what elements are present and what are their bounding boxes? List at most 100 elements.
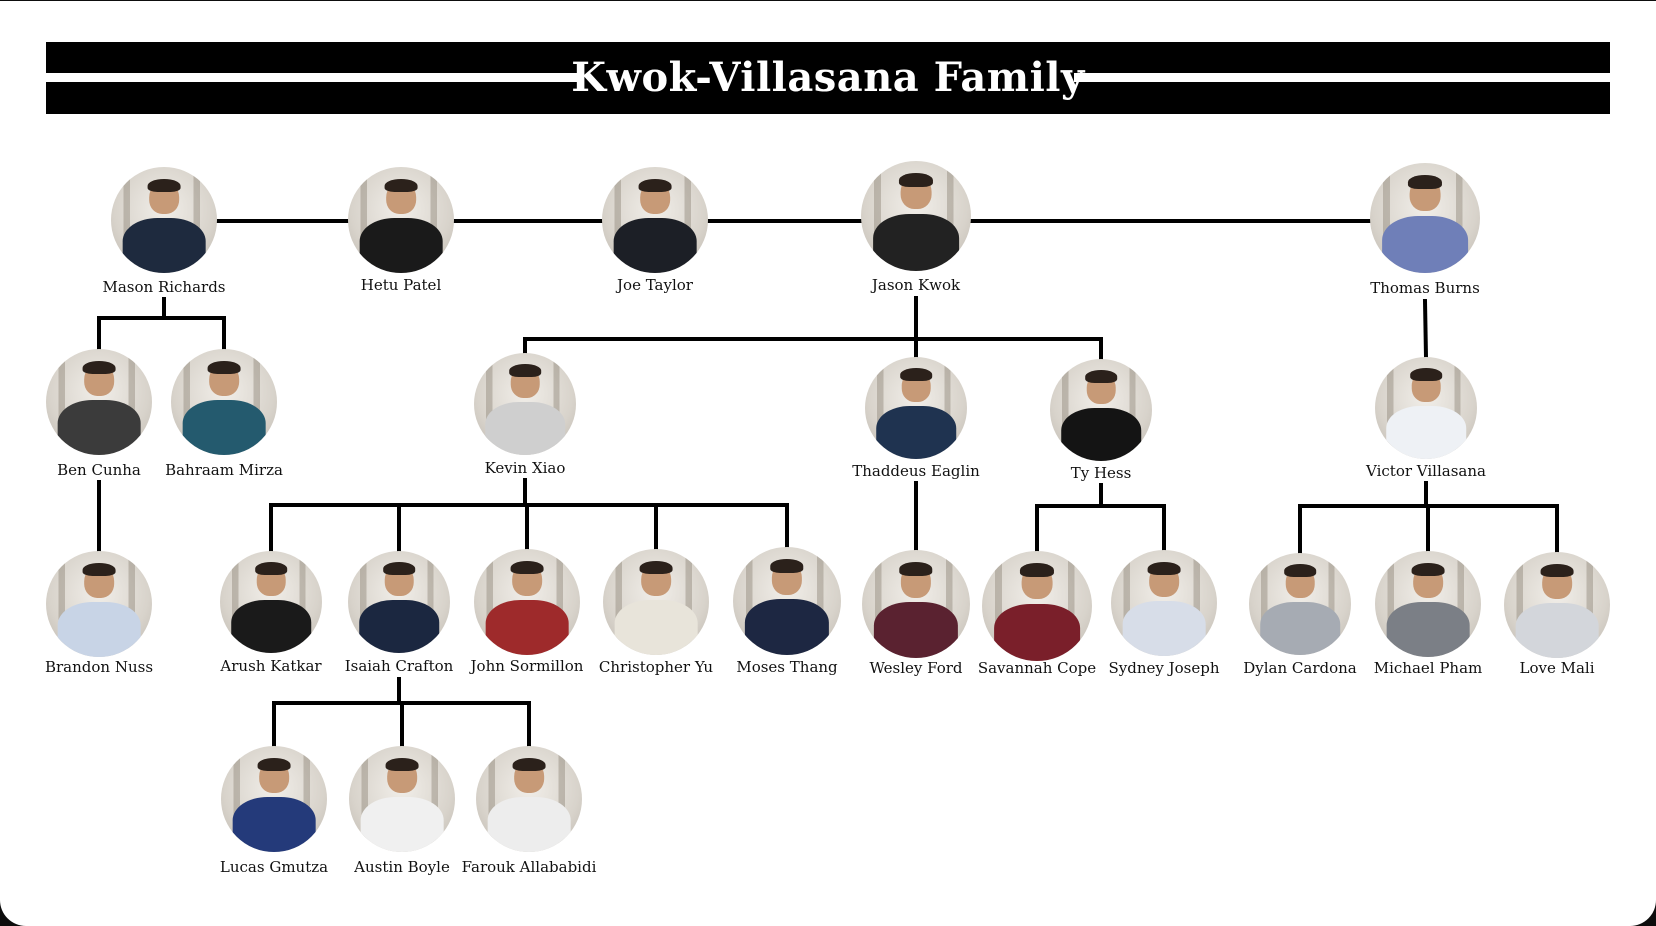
portrait-torso	[485, 599, 569, 655]
member-photo	[46, 551, 152, 657]
portrait-torso	[873, 213, 959, 271]
portrait-torso	[485, 401, 565, 455]
portrait-hair	[82, 562, 116, 577]
member-name: Dylan Cardona	[1243, 659, 1357, 677]
portrait-hair	[1410, 368, 1442, 382]
member-name: Moses Thang	[736, 658, 838, 676]
banner-stripe-right	[1074, 73, 1610, 82]
portrait-torso	[876, 405, 956, 459]
member-photo	[1375, 357, 1477, 459]
member-name: Joe Taylor	[617, 276, 693, 294]
member-photo	[220, 551, 322, 653]
member-name: Farouk Allababidi	[461, 858, 597, 876]
title-banner: Kwok-Villasana Family	[46, 42, 1610, 114]
member-photo	[474, 549, 580, 655]
portrait-hair	[385, 757, 419, 772]
member-name: Michael Pham	[1373, 659, 1483, 677]
portrait-torso	[359, 599, 439, 653]
member-name: Jason Kwok	[871, 276, 961, 294]
portrait-hair	[1019, 563, 1055, 578]
member-name: Thaddeus Eaglin	[852, 462, 980, 480]
member-photo	[1375, 551, 1481, 657]
member-name: John Sormillon	[470, 657, 584, 675]
portrait-hair	[899, 561, 933, 576]
portrait-torso	[231, 599, 311, 653]
member-name: Wesley Ford	[869, 659, 963, 677]
portrait-torso	[613, 217, 697, 273]
member-photo	[603, 549, 709, 655]
portrait-hair	[770, 558, 804, 573]
portrait-hair	[1147, 561, 1181, 576]
member-photo	[474, 353, 576, 455]
member-photo	[1249, 553, 1351, 655]
portrait-torso	[1386, 601, 1470, 657]
portrait-hair	[1407, 175, 1443, 190]
member-name: Brandon Nuss	[44, 658, 154, 676]
member-name: Lucas Gmutza	[219, 858, 329, 876]
member-photo	[1050, 359, 1152, 461]
portrait-torso	[182, 399, 266, 455]
portrait-torso	[57, 399, 141, 455]
portrait-torso	[614, 599, 698, 655]
portrait-hair	[638, 178, 672, 193]
member-photo	[862, 550, 970, 658]
portrait-hair	[639, 560, 673, 575]
member-photo	[46, 349, 152, 455]
portrait-hair	[384, 178, 418, 193]
member-photo	[602, 167, 708, 273]
portrait-hair	[512, 757, 546, 772]
portrait-hair	[1085, 370, 1117, 384]
member-photo	[476, 746, 582, 852]
portrait-torso	[1061, 407, 1141, 461]
member-photo	[865, 357, 967, 459]
member-photo	[733, 547, 841, 655]
portrait-hair	[509, 364, 541, 378]
portrait-hair	[257, 757, 291, 772]
member-name: Mason Richards	[102, 278, 226, 296]
portrait-torso	[360, 796, 444, 852]
portrait-hair	[207, 360, 241, 375]
member-name: Kevin Xiao	[484, 459, 566, 477]
member-name: Ben Cunha	[57, 461, 141, 479]
member-name: Ty Hess	[1070, 464, 1132, 482]
member-name: Victor Villasana	[1366, 462, 1486, 480]
portrait-torso	[232, 796, 316, 852]
portrait-hair	[82, 360, 116, 375]
member-photo	[111, 167, 217, 273]
member-name: Isaiah Crafton	[344, 657, 454, 675]
portrait-hair	[147, 178, 181, 193]
member-name: Thomas Burns	[1370, 279, 1480, 297]
portrait-hair	[383, 562, 415, 576]
member-photo	[221, 746, 327, 852]
member-photo	[1504, 552, 1610, 658]
page-title: Kwok-Villasana Family	[571, 54, 1085, 101]
member-name: Christopher Yu	[598, 658, 714, 676]
member-photo	[982, 551, 1092, 661]
member-name: Bahraam Mirza	[165, 461, 283, 479]
portrait-torso	[487, 796, 571, 852]
portrait-torso	[1386, 405, 1466, 459]
member-name: Hetu Patel	[360, 276, 442, 294]
member-photo	[1111, 550, 1217, 656]
portrait-torso	[873, 601, 959, 658]
portrait-torso	[122, 217, 206, 273]
member-photo	[171, 349, 277, 455]
banner-stripe-left	[46, 73, 580, 82]
member-name: Savannah Cope	[977, 659, 1097, 677]
portrait-hair	[898, 173, 934, 188]
portrait-hair	[900, 368, 932, 382]
portrait-hair	[255, 562, 287, 576]
member-photo	[349, 746, 455, 852]
portrait-torso	[994, 603, 1080, 661]
portrait-torso	[1515, 602, 1599, 658]
member-photo	[348, 167, 454, 273]
portrait-torso	[1382, 215, 1468, 273]
portrait-hair	[1284, 564, 1316, 578]
member-photo	[861, 161, 971, 271]
portrait-torso	[1260, 601, 1340, 655]
member-name: Arush Katkar	[220, 657, 322, 675]
portrait-torso	[359, 217, 443, 273]
member-photo	[348, 551, 450, 653]
member-name: Austin Boyle	[354, 858, 450, 876]
